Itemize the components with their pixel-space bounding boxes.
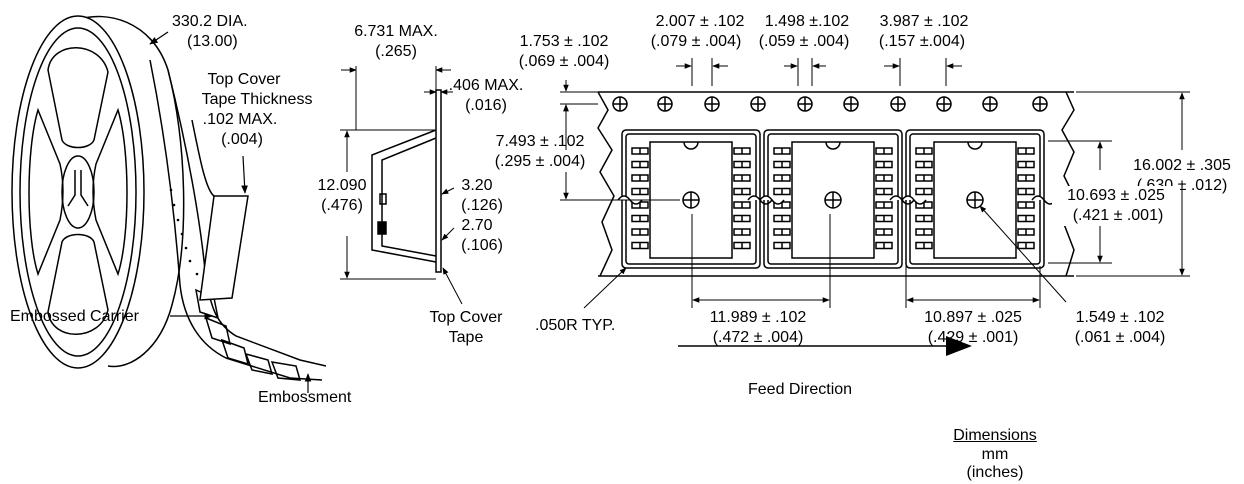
cover-thickness-line1: Top Cover bbox=[207, 71, 281, 88]
tape-width-dim: 16.002 ± .305 bbox=[1133, 157, 1231, 174]
pocket-pitch-dim: 11.989 ± .102 bbox=[709, 309, 807, 326]
cover-thickness-line3: .102 MAX. bbox=[202, 111, 278, 128]
section-width-max-in: (.265) bbox=[375, 43, 417, 60]
hole-gap-dim-in: (.059 ± .004) bbox=[758, 33, 850, 50]
top-cover-tape-line2: Tape bbox=[448, 329, 484, 346]
pocket-hole-dim-in: (.061 ± .004) bbox=[1074, 329, 1166, 346]
carrier-pocket bbox=[617, 129, 773, 269]
sprocket-hole bbox=[657, 96, 673, 112]
pocket-height-dim: 10.693 ± .025 bbox=[1052, 186, 1180, 206]
reel-diameter-label: 330.2 DIA. bbox=[172, 13, 248, 30]
reel-diameter-inches: (13.00) bbox=[187, 33, 238, 50]
top-cover-tape-line1: Top Cover bbox=[429, 309, 503, 326]
sprocket-hole bbox=[612, 96, 628, 112]
pocket-height-dim-in: (.421 ± .001) bbox=[1056, 206, 1180, 226]
units-inches: (inches) bbox=[966, 464, 1024, 481]
feed-direction-arrow bbox=[678, 336, 972, 356]
carrier-pocket bbox=[759, 129, 915, 269]
sprocket-hole bbox=[750, 96, 766, 112]
cover-max-label: .406 MAX. bbox=[448, 77, 524, 94]
feed-direction-label: Feed Direction bbox=[748, 381, 853, 398]
embossed-carrier-label: Embossed Carrier bbox=[10, 308, 139, 325]
sprocket-hole bbox=[797, 96, 813, 112]
pocket-width-dim: 10.897 ± .025 bbox=[924, 309, 1022, 326]
hole-dia-dim-in: (.079 ± .004) bbox=[650, 33, 742, 50]
units-mm: mm bbox=[981, 446, 1009, 463]
pocket-pitch-dim-in: (.472 ± .004) bbox=[712, 329, 804, 346]
sprocket-hole bbox=[936, 96, 952, 112]
embossment-label: Embossment bbox=[258, 389, 352, 406]
cover-thickness-line4: (.004) bbox=[221, 131, 263, 148]
sprocket-hole bbox=[1032, 96, 1048, 112]
section-dim-a: 3.20 bbox=[461, 177, 493, 194]
radius-typ-label: .050R TYP. bbox=[535, 317, 616, 334]
hole-pitch-dim: 3.987 ± .102 bbox=[879, 13, 969, 30]
sprocket-hole bbox=[982, 96, 998, 112]
reel-illustration bbox=[11, 15, 327, 381]
tape-cross-section bbox=[371, 89, 442, 273]
hole-edge-dim-in: (.069 ± .004) bbox=[518, 53, 610, 70]
section-height: 12.090 bbox=[317, 177, 367, 194]
units-title: Dimensions bbox=[953, 427, 1037, 444]
hole-dia-dim: 2.007 ± .102 bbox=[655, 13, 745, 30]
pocket-hole-dim: 1.549 ± .102 bbox=[1075, 309, 1165, 326]
section-dim-a-in: (.126) bbox=[461, 197, 503, 214]
hole-to-pocket-dim: 7.493 ± .102 bbox=[495, 133, 585, 150]
tape-top-view bbox=[597, 91, 1077, 277]
section-height-in: (.476) bbox=[321, 197, 363, 214]
sprocket-hole bbox=[843, 96, 859, 112]
section-dim-b-in: (.106) bbox=[461, 237, 503, 254]
pocket-width-dim-in: (.429 ± .001) bbox=[927, 329, 1019, 346]
hole-to-pocket-dim-in: (.295 ± .004) bbox=[494, 153, 586, 170]
hole-edge-dim: 1.753 ± .102 bbox=[519, 33, 609, 50]
cover-max-in: (.016) bbox=[465, 97, 507, 114]
cover-thickness-line2: Tape Thickness bbox=[201, 91, 313, 108]
hole-gap-dim: 1.498 ±.102 bbox=[764, 13, 850, 30]
carrier-pocket bbox=[901, 129, 1057, 269]
section-dim-b: 2.70 bbox=[461, 217, 493, 234]
section-width-max: 6.731 MAX. bbox=[354, 23, 438, 40]
sprocket-hole bbox=[890, 96, 906, 112]
hole-pitch-dim-in: (.157 ±.004) bbox=[878, 33, 966, 50]
sprocket-hole bbox=[704, 96, 720, 112]
